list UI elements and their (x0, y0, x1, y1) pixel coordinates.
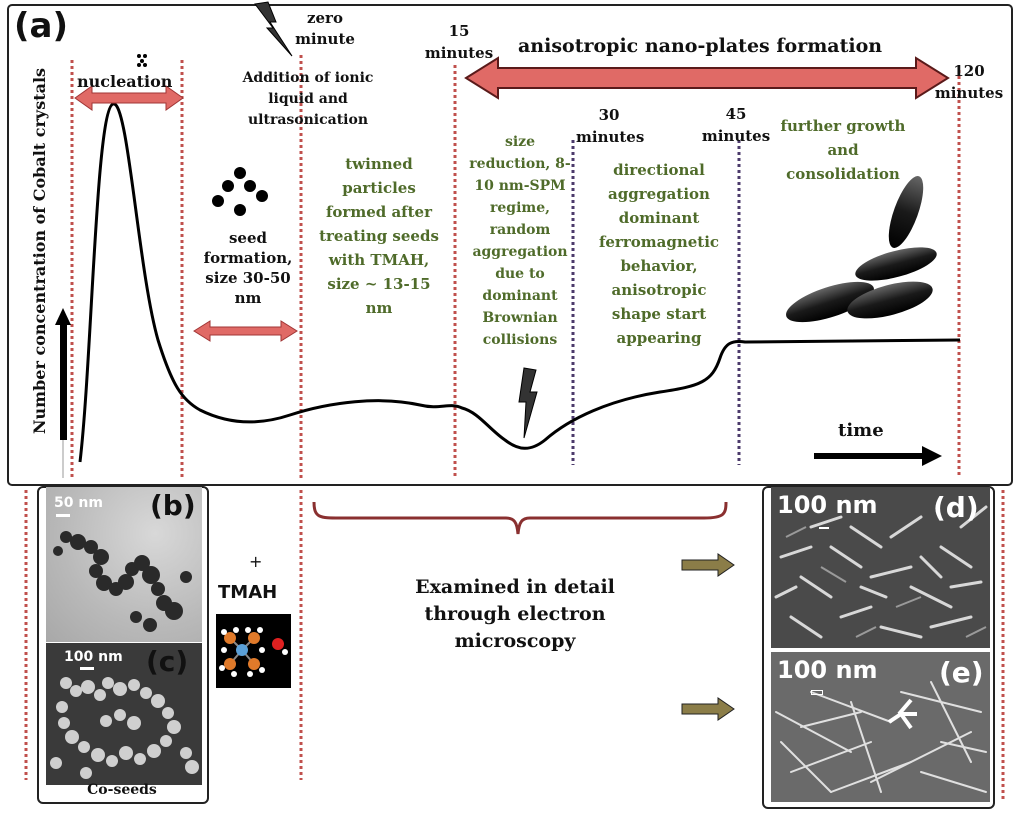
addition-label: Addition of ionic liquid and ultrasonica… (242, 70, 374, 128)
x-axis-label: time (838, 420, 884, 441)
nucleation-dots-icon (137, 54, 147, 67)
panel-a-label: (a) (14, 6, 69, 46)
time-arrow-bar (814, 453, 924, 459)
seed-double-arrow (193, 320, 298, 342)
sem-image-d: 100 nm (d) (771, 487, 990, 648)
co-seeds-caption: Co-seeds (87, 782, 157, 798)
scale-bar-d (819, 527, 829, 529)
tem-image-b: 50 nm (b) (46, 487, 202, 642)
nano-plates-icon (786, 176, 937, 323)
seed-dots-icon (212, 167, 268, 216)
seed-formation-text: seed formation, size 30-50 nm (203, 229, 293, 307)
scale-bar-b (56, 514, 70, 517)
lightning-icon (254, 1, 293, 57)
twinned-text: twinned particles formed after treating … (319, 155, 439, 317)
scale-bar-c (80, 667, 94, 670)
sem-image-e: 100 nm (e) (771, 652, 990, 802)
45-minutes-label: 45 minutes (701, 105, 771, 145)
directional-text: directional aggregation dominant ferroma… (598, 161, 720, 347)
examined-text: Examined in detail through electron micr… (415, 576, 615, 652)
stage-dividers (24, 55, 1005, 800)
y-axis-bar (60, 325, 67, 440)
scale-bar-e (811, 690, 823, 695)
panel-c-label: (c) (146, 645, 189, 678)
time-arrow-head (922, 446, 942, 466)
panel-e-label: (e) (939, 656, 984, 689)
panel-d-label: (d) (933, 491, 979, 524)
pointer-arrows (681, 553, 735, 721)
size-reduction-text: size reduction, 8-10 nm-SPM regime, rand… (469, 134, 571, 348)
lightning-icon-2 (518, 367, 538, 439)
scale-label-b: 50 nm (54, 495, 103, 511)
scale-label-c: 100 nm (64, 649, 123, 665)
concentration-curve (78, 102, 961, 463)
15-minutes-label: 15 minutes (424, 22, 494, 62)
plus-sign: + (249, 552, 263, 571)
y-axis-arrowhead (55, 308, 71, 325)
y-axis-label: Number concentration of Cobalt crystals (30, 67, 49, 435)
scale-label-d: 100 nm (777, 491, 878, 519)
sem-image-c: 100 nm (c) (46, 643, 202, 785)
anisotropic-double-arrow (464, 56, 950, 100)
nucleation-double-arrow (74, 85, 184, 111)
30-minutes-label: 30 minutes (576, 106, 645, 146)
anisotropic-label: anisotropic nano-plates formation (518, 35, 883, 57)
further-growth-text: further growth and consolidation (780, 117, 906, 183)
nucleation-label: nucleation (77, 72, 173, 91)
scale-label-e: 100 nm (777, 656, 878, 684)
zero-minute-label: zero minute (295, 9, 355, 48)
curly-brace (312, 501, 728, 535)
tmah-label: TMAH (218, 582, 278, 603)
panel-b-label: (b) (150, 489, 196, 522)
panel-a (7, 4, 1013, 486)
120-minutes-label: 120 minutes (934, 62, 1004, 102)
tmah-molecule-icon (216, 614, 291, 688)
